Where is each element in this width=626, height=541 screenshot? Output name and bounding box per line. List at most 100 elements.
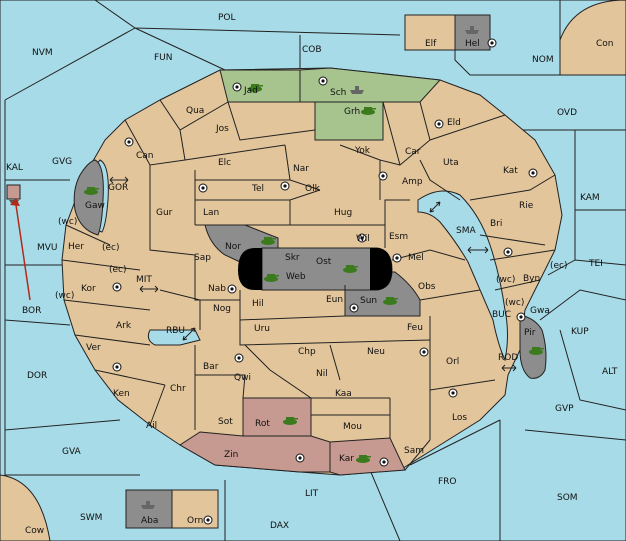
label-buc: BUC [492, 310, 511, 320]
label-wil: Wil [356, 234, 370, 244]
label-kup: KUP [571, 327, 589, 337]
army-icon [283, 417, 298, 425]
label-hug: Hug [334, 208, 352, 218]
supply-center-icon [227, 284, 237, 294]
label-kar: Kar [339, 454, 354, 464]
label-sun: Sun [360, 296, 377, 306]
label-gvp: GVP [555, 404, 574, 414]
adjacency-arrows [109, 176, 517, 372]
label-pol: POL [218, 13, 236, 23]
label-fro: FRO [438, 477, 457, 487]
land-labels: Elf Hel Jad Sch Qua Jos Grh Eld Can Yok … [68, 39, 550, 526]
label-hil: Hil [252, 299, 264, 309]
label-rbu: RBU [166, 326, 185, 336]
supply-center-icon [528, 168, 538, 178]
fleet-icon [141, 501, 155, 509]
label-jos: Jos [215, 124, 229, 134]
province-borders [61, 99, 556, 471]
label-kat: Kat [503, 166, 518, 176]
label-gor: GOR [108, 183, 128, 193]
label-dax: DAX [270, 521, 289, 531]
label-feu: Feu [407, 323, 423, 333]
label-gur: Gur [156, 208, 173, 218]
label-cow: Cow [25, 526, 44, 536]
label-elc: Elc [218, 158, 231, 168]
supply-center-icon [318, 76, 328, 86]
label-coast-her-wc: (wc) [58, 217, 77, 227]
label-chr: Chr [170, 384, 186, 394]
label-sap: Sap [194, 253, 211, 263]
province-sch[interactable] [299, 67, 442, 103]
supply-centers [112, 38, 538, 525]
province-rot[interactable] [242, 397, 312, 437]
label-nvm: NVM [32, 48, 53, 58]
label-elf: Elf [425, 39, 437, 49]
army-icon [248, 84, 263, 92]
label-nog: Nog [213, 304, 231, 314]
label-gaw: Gaw [85, 201, 105, 211]
label-kal: KAL [6, 163, 23, 173]
army-icon [361, 107, 376, 115]
label-jad: Jad [243, 86, 258, 96]
label-lit: LIT [305, 489, 319, 499]
rbu-channel [147, 329, 201, 346]
label-kor: Kor [81, 284, 96, 294]
label-pir: Pir [524, 328, 536, 338]
label-tel: Tel [251, 184, 264, 194]
label-can: Can [136, 151, 154, 161]
supply-center-icon [198, 183, 208, 193]
province-pir[interactable] [519, 314, 547, 379]
supply-center-icon [203, 515, 213, 525]
label-ver: Ver [86, 343, 101, 353]
supply-center-icon [232, 82, 242, 92]
label-skr: Skr [285, 253, 300, 263]
label-web: Web [286, 272, 306, 282]
label-alt: ALT [602, 367, 618, 377]
province-con[interactable] [559, 0, 626, 76]
kal-unit-box [6, 184, 21, 200]
label-rie: Rie [519, 201, 534, 211]
label-ost: Ost [316, 257, 332, 267]
supply-center-icon [516, 312, 526, 322]
label-car: Car [405, 147, 421, 157]
label-nil: Nil [316, 369, 328, 379]
supply-center-icon [487, 38, 497, 48]
supply-center-icon [448, 388, 458, 398]
supply-center-icon [378, 171, 388, 181]
label-con: Con [596, 39, 614, 49]
coast-labels: (wc) (ec) (ec) (wc) (wc) (ec) (wc) [55, 217, 568, 308]
label-tei: TEI [588, 259, 603, 269]
label-neu: Neu [367, 347, 385, 357]
label-coast-byn-ec: (ec) [550, 261, 568, 271]
label-ark: Ark [116, 321, 132, 331]
label-coast-kor-wc: (wc) [55, 291, 74, 301]
label-coast-kor-ec: (ec) [109, 265, 127, 275]
label-kaa: Kaa [335, 389, 352, 399]
label-fun: FUN [154, 53, 173, 63]
label-los: Los [452, 413, 467, 423]
province-elf[interactable] [404, 14, 456, 51]
label-ken: Ken [113, 389, 130, 399]
label-lan: Lan [203, 208, 219, 218]
label-eld: Eld [447, 118, 461, 128]
fleet-icon [465, 26, 479, 34]
label-swm: SWM [80, 513, 102, 523]
label-esm: Esm [389, 232, 408, 242]
supply-center-icon [349, 303, 359, 313]
label-coast-byn-wc: (wc) [496, 275, 515, 285]
province-gaw[interactable] [73, 159, 104, 236]
label-zin: Zin [224, 450, 238, 460]
label-orl: Orl [446, 357, 459, 367]
label-mvu: MVU [37, 243, 58, 253]
label-sch: Sch [330, 88, 346, 98]
label-ail: Ail [146, 421, 157, 431]
label-qwi: Qwi [234, 373, 251, 383]
supply-center-icon [124, 137, 134, 147]
label-rod: ROD [498, 353, 518, 363]
supply-center-icon [503, 247, 513, 257]
impassable-east [370, 248, 392, 290]
label-aba: Aba [141, 516, 158, 526]
label-hel: Hel [465, 39, 480, 49]
supply-center-icon [280, 181, 290, 191]
